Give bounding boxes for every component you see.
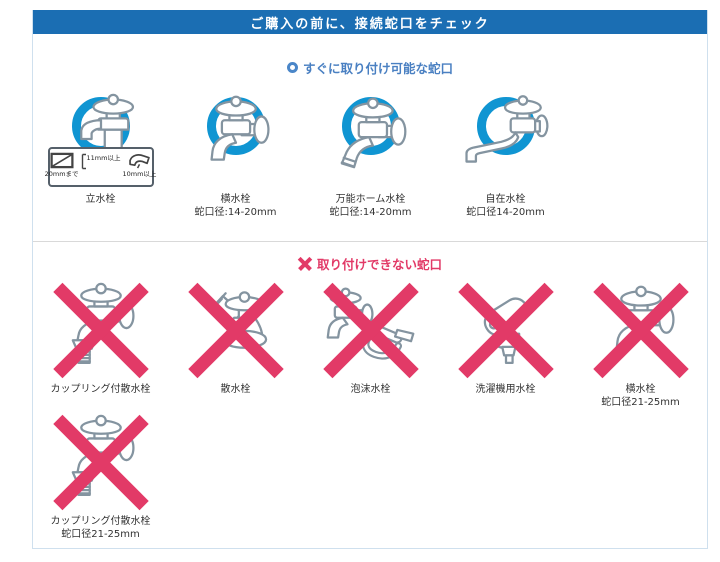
pillar-spec-note: 20mmまで 11mm以上 10mm以上 — [44, 147, 157, 187]
ng-faucet-row: カップリング付散水栓 散水栓 泡沫水栓 洗濯機用水栓 — [33, 281, 707, 409]
faucet-card-pillar: 20mmまで 11mm以上 10mm以上 — [33, 91, 168, 219]
faucet-diameter — [438, 396, 573, 409]
ng-section-title-text: 取り付けできない蛇口 — [316, 257, 442, 272]
faucet-coupling-icon — [54, 282, 148, 376]
faucet-diameter — [168, 396, 303, 409]
faucet-name: 泡沫水栓 — [350, 384, 391, 395]
note-rect-label: 20mmまで — [44, 170, 79, 178]
faucet-diameter: 蛇口径21-25mm — [601, 397, 680, 408]
page-title: ご購入の前に、接続蛇口をチェック — [250, 16, 490, 32]
faucet-diameter: 蛇口径21-25mm — [61, 529, 140, 540]
note-height-label: 11mm以上 — [86, 154, 121, 162]
ng-faucet-row-2: カップリング付散水栓 蛇口径21-25mm — [33, 413, 707, 541]
faucet-card-coupling: カップリング付散水栓 — [33, 281, 168, 409]
faucet-name: カップリング付散水栓 — [50, 384, 151, 395]
faucet-coupling-icon — [54, 414, 148, 508]
faucet-name: 自在水栓 — [485, 194, 526, 205]
faucet-diameter: 蛇口径14-20mm — [466, 207, 545, 218]
gauge-rect-icon — [50, 152, 74, 169]
faucet-card-aerator: 泡沫水栓 — [303, 281, 438, 409]
faucet-name: 横水栓 — [625, 384, 656, 395]
faucet-name: カップリング付散水栓 — [50, 516, 151, 527]
ng-section-title: 取り付けできない蛇口 — [33, 254, 707, 273]
height-bracket-icon — [81, 153, 86, 170]
faucet-name: 散水栓 — [220, 384, 251, 395]
faucet-card-home: 万能ホーム水栓 蛇口径:14-20mm — [303, 91, 438, 219]
faucet-diameter: 蛇口径:14-20mm — [329, 207, 412, 218]
faucet-name: 横水栓 — [220, 194, 251, 205]
faucet-card-bibcock-large: 横水栓 蛇口径21-25mm — [573, 281, 707, 409]
faucet-aerator-icon — [315, 282, 427, 376]
faucet-diameter — [303, 396, 438, 409]
section-divider — [33, 241, 707, 242]
x-ng-icon — [298, 256, 312, 271]
faucet-sprinkler-icon — [189, 282, 283, 376]
ok-faucet-row: 20mmまで 11mm以上 10mm以上 — [33, 91, 707, 219]
faucet-diameter — [33, 396, 168, 409]
faucet-card-swing: 自在水栓 蛇口径14-20mm — [438, 91, 573, 219]
spout-mini-icon — [129, 154, 150, 169]
ok-section-title-text: すぐに取り付け可能な蛇口 — [302, 61, 453, 76]
ok-section-title: すぐに取り付け可能な蛇口 — [33, 58, 707, 77]
content-panel: ご購入の前に、接続蛇口をチェック すぐに取り付け可能な蛇口 20mmまで — [32, 10, 708, 549]
faucet-bibcock-icon — [189, 92, 283, 186]
header-bar: ご購入の前に、接続蛇口をチェック — [33, 10, 707, 34]
faucet-diameter: 蛇口径:14-20mm — [194, 207, 277, 218]
faucet-name: 万能ホーム水栓 — [335, 194, 406, 205]
circle-ok-icon — [286, 62, 298, 73]
faucet-bibcock-icon — [594, 282, 688, 376]
faucet-card-coupling-large: カップリング付散水栓 蛇口径21-25mm — [33, 413, 168, 541]
faucet-card-sprinkler: 散水栓 — [168, 281, 303, 409]
faucet-home-icon — [324, 92, 418, 186]
faucet-card-washer: 洗濯機用水栓 — [438, 281, 573, 409]
faucet-card-bibcock: 横水栓 蛇口径:14-20mm — [168, 91, 303, 219]
faucet-name: 洗濯機用水栓 — [475, 384, 536, 395]
faucet-swing-icon — [451, 92, 561, 186]
faucet-name: 立水栓 — [85, 194, 116, 205]
faucet-washer-icon — [459, 282, 553, 376]
note-spout-label: 10mm以上 — [122, 170, 157, 178]
faucet-diameter — [33, 206, 168, 219]
